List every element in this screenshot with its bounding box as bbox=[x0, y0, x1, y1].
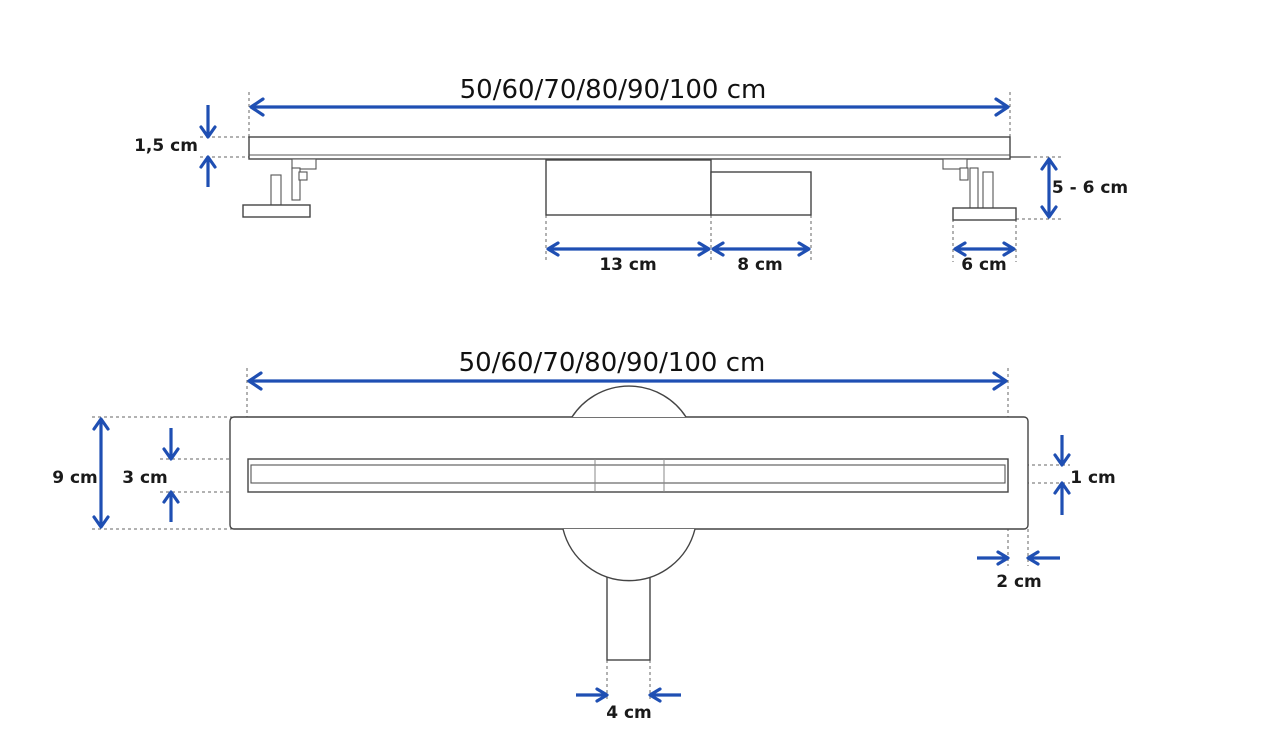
top-view: 50/60/70/80/90/100 cm 9 cm 3 cm 1 cm bbox=[52, 348, 1116, 723]
left-foot-post bbox=[291, 167, 301, 201]
foot-label: 6 cm bbox=[961, 255, 1007, 275]
side-length-label: 50/60/70/80/90/100 cm bbox=[460, 75, 767, 105]
thickness-label: 1,5 cm bbox=[134, 136, 198, 156]
foot-dimension bbox=[953, 241, 1016, 257]
grate-gap-dimension bbox=[1053, 435, 1071, 515]
trap-dimension bbox=[546, 241, 711, 257]
left-foot-nut bbox=[298, 171, 308, 181]
grate-gap-label: 1 cm bbox=[1070, 468, 1116, 488]
trap-circle-bottom bbox=[562, 528, 696, 582]
outlet-dimension bbox=[711, 241, 811, 257]
grate-insert bbox=[250, 464, 1006, 484]
right-foot-nut bbox=[959, 167, 969, 181]
trap-label: 13 cm bbox=[599, 255, 656, 275]
end-margin-dimension bbox=[977, 550, 1060, 566]
thickness-dimension bbox=[199, 105, 217, 187]
side-length-dimension bbox=[249, 97, 1010, 117]
left-foot-base bbox=[242, 204, 311, 218]
right-foot-post bbox=[969, 167, 979, 209]
pipe-mask bbox=[608, 529, 649, 543]
pipe-label: 4 cm bbox=[606, 703, 652, 723]
channel-width-label: 3 cm bbox=[122, 468, 168, 488]
left-foot-bracket bbox=[291, 158, 317, 170]
right-foot-screw bbox=[982, 171, 994, 211]
outlet-body bbox=[710, 171, 812, 216]
height-dimension bbox=[1040, 157, 1058, 219]
channel-width-dimension bbox=[162, 428, 180, 522]
height-label: 5 - 6 cm bbox=[1052, 178, 1128, 198]
top-length-label: 50/60/70/80/90/100 cm bbox=[459, 348, 766, 378]
pipe-dimension bbox=[576, 687, 681, 703]
right-foot-bracket bbox=[942, 158, 968, 170]
outlet-label: 8 cm bbox=[737, 255, 783, 275]
right-foot-base bbox=[952, 207, 1017, 221]
top-length-dimension bbox=[247, 371, 1008, 391]
side-view: 50/60/70/80/90/100 cm 1,5 cm 5 - 6 cm 13… bbox=[134, 75, 1128, 275]
left-foot-screw bbox=[270, 174, 282, 206]
end-margin-label: 2 cm bbox=[996, 572, 1042, 592]
channel-profile bbox=[248, 136, 1011, 160]
frame-width-dimension bbox=[92, 417, 110, 529]
trap-body bbox=[545, 159, 712, 216]
trap-circle-top bbox=[571, 385, 687, 418]
frame-width-label: 9 cm bbox=[52, 468, 98, 488]
